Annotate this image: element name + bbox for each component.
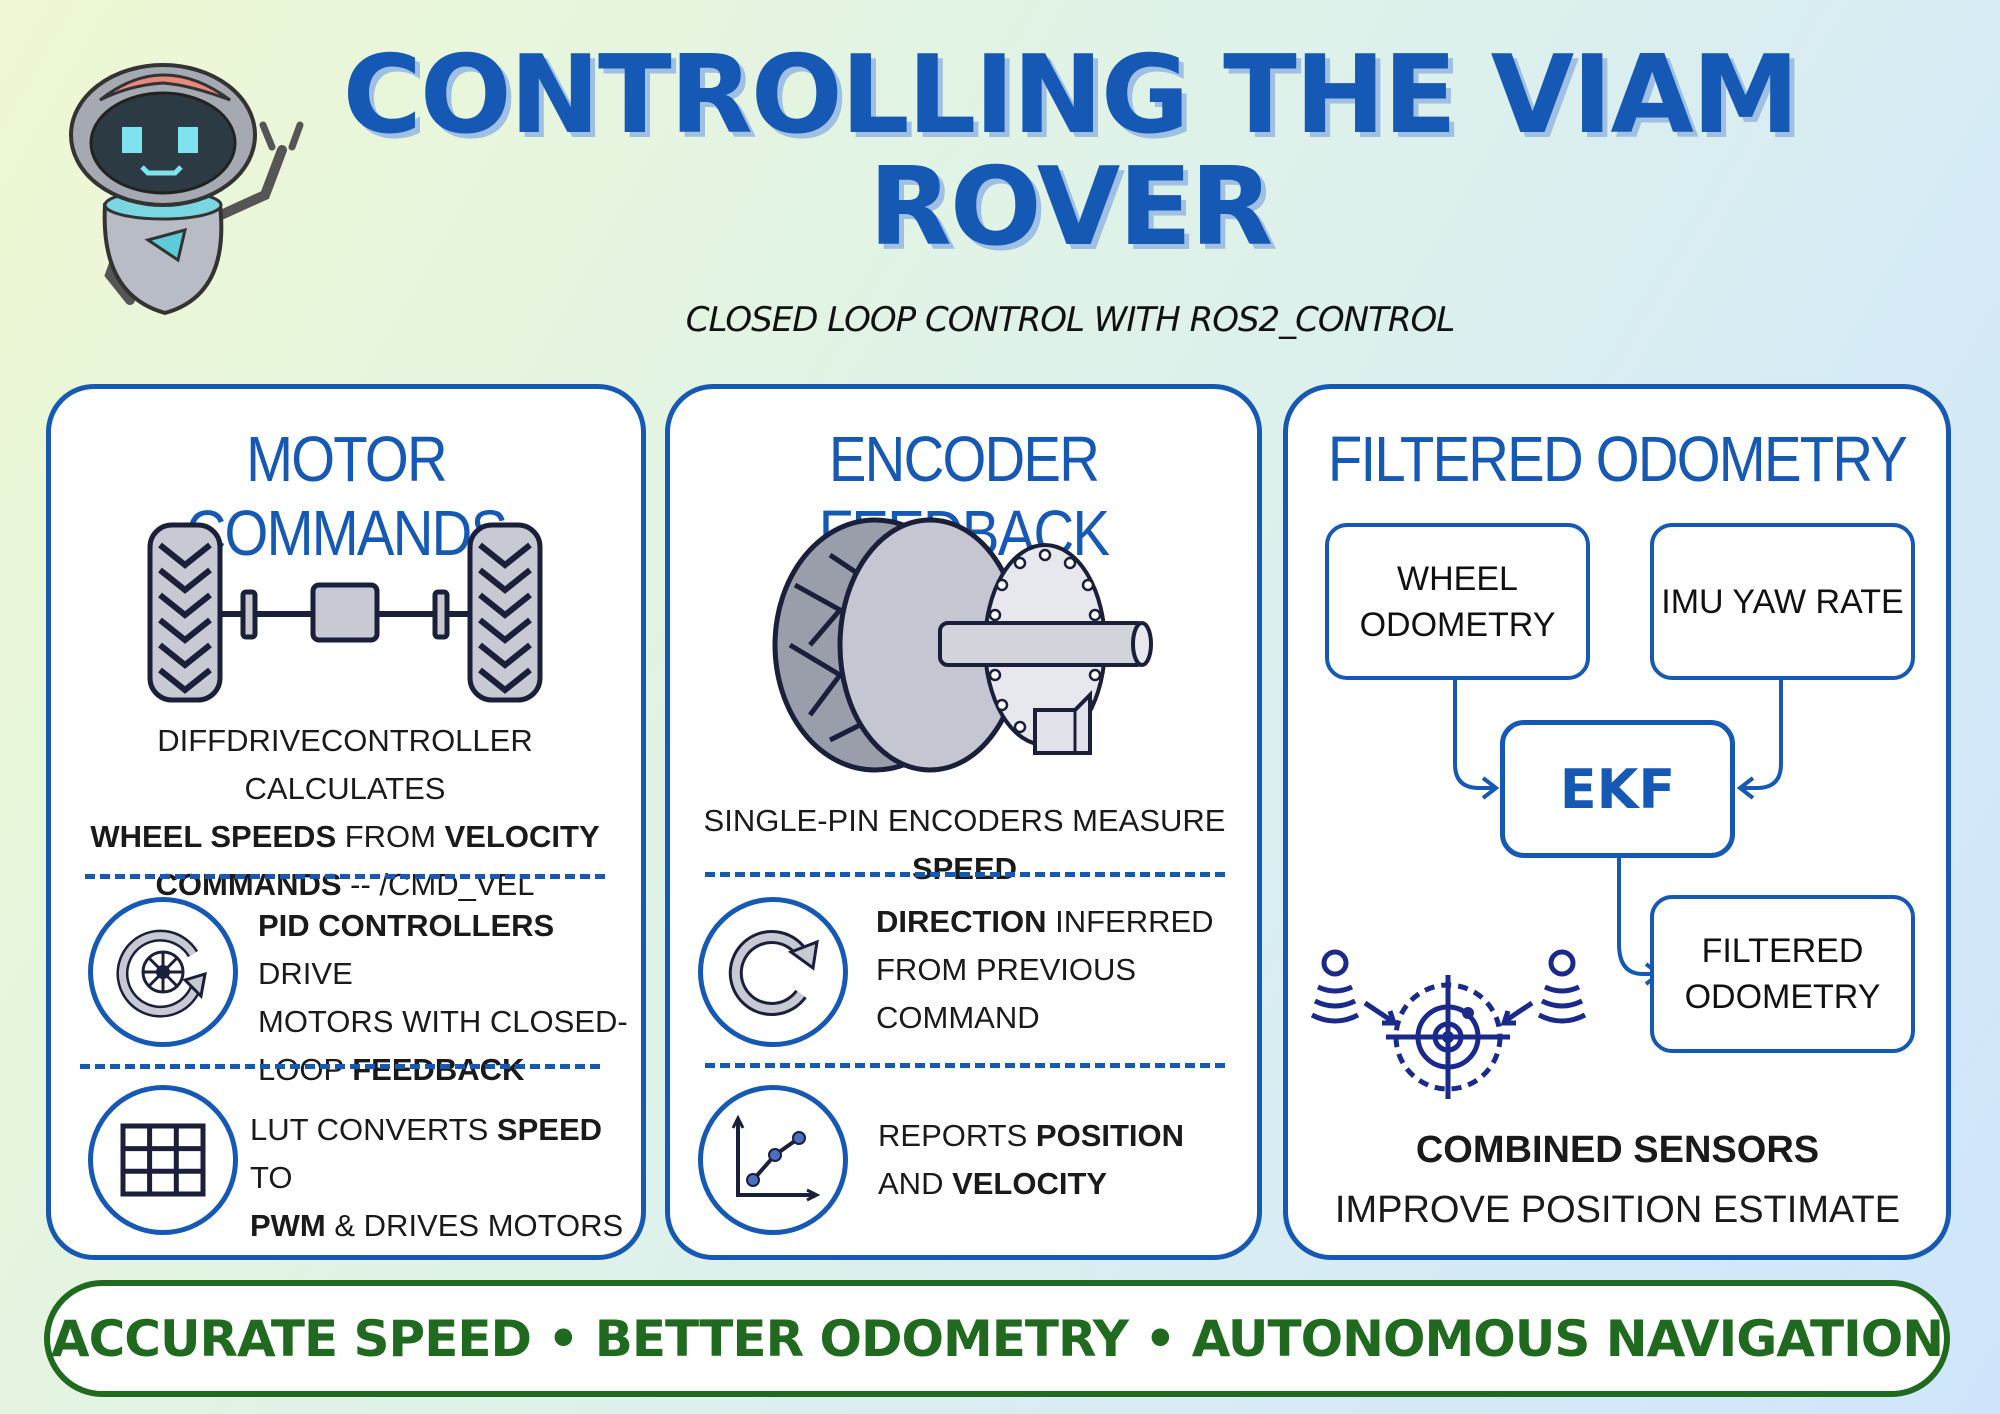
page-title: CONTROLLING THE VIAM ROVER	[342, 33, 1800, 270]
robot-mascot-icon	[69, 63, 304, 316]
wheel-odometry-box: WHEEL ODOMETRY	[1325, 523, 1590, 680]
divider	[80, 1064, 600, 1069]
direction-description: DIRECTION INFERRED FROM PREVIOUS COMMAND	[876, 904, 1214, 1035]
divider	[85, 874, 605, 879]
cycle-arrow-icon	[728, 930, 819, 1016]
reports-circle	[698, 1085, 848, 1235]
summary-banner: ACCURATE SPEED • BETTER ODOMETRY • AUTON…	[44, 1280, 1950, 1397]
divider	[705, 872, 1225, 877]
combined-sensors-description: COMBINED SENSORS IMPROVE POSITION ESTIMA…	[1334, 1129, 1901, 1231]
axle-wheels-icon	[147, 522, 543, 703]
pid-circle	[88, 897, 238, 1047]
divider	[705, 1063, 1225, 1068]
pid-description: PID CONTROLLERS DRIVE MOTORS WITH CLOSED…	[258, 908, 628, 1087]
wheel-encoder-icon	[772, 517, 1153, 773]
filtered-odometry-title: FILTERED ODOMETRY	[1327, 423, 1908, 495]
cycle-gear-icon	[116, 929, 207, 1018]
direction-circle	[698, 897, 848, 1047]
sensor-target-icon	[1310, 949, 1587, 1099]
motor-commands-title: MOTOR COMMANDS	[185, 423, 508, 569]
grid-icon	[120, 1123, 206, 1197]
page-subtitle: CLOSED LOOP CONTROL WITH ROS2_CONTROL	[685, 300, 1455, 340]
diffdrive-description: DIFFDRIVECONTROLLER CALCULATES WHEEL SPE…	[90, 723, 600, 902]
ekf-box: EKF	[1500, 720, 1735, 858]
filtered-odometry-box: FILTERED ODOMETRY	[1650, 895, 1915, 1053]
encoder-description: SINGLE-PIN ENCODERS MEASURE SPEED	[703, 803, 1226, 886]
imu-yaw-rate-box: IMU YAW RATE	[1650, 523, 1915, 680]
reports-description: REPORTS POSITION AND VELOCITY	[878, 1118, 1185, 1201]
lut-circle	[88, 1085, 238, 1235]
line-graph-icon	[731, 1114, 821, 1202]
lut-description: LUT CONVERTS SPEED TO PWM & DRIVES MOTOR…	[250, 1112, 624, 1243]
